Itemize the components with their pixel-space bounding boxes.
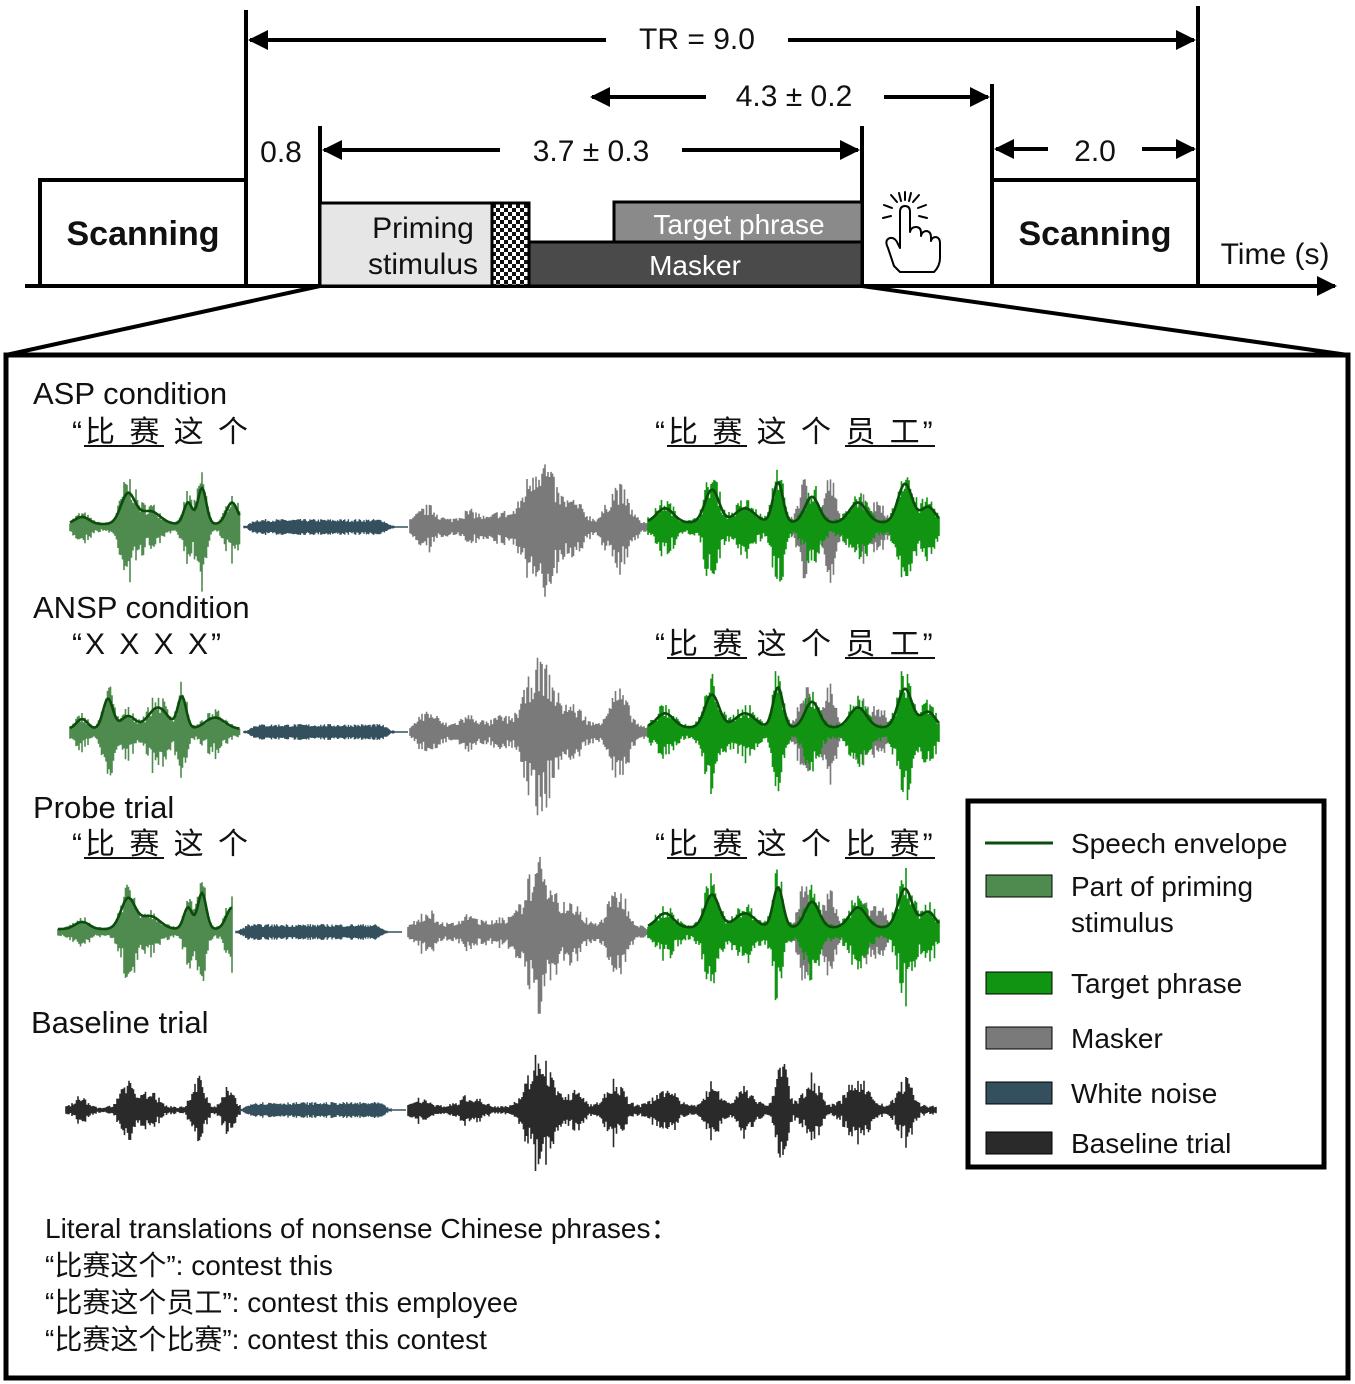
target-phrase-label: Target phrase: [653, 209, 824, 240]
target-phrase-wave: [647, 671, 940, 801]
condition-ansp: ANSP condition “X X X X” “比 赛 这 个 员 工”: [33, 590, 936, 661]
condition-title: ASP condition: [33, 376, 227, 411]
masker-box: [527, 240, 864, 288]
condition-title: Probe trial: [33, 790, 174, 825]
speech-envelope-line: [647, 480, 940, 524]
target-phrase-wave: [647, 469, 940, 582]
legend-label: Part of priming: [1071, 871, 1253, 902]
dur-20-label: 2.0: [1074, 135, 1116, 168]
legend-label: Speech envelope: [1071, 828, 1287, 859]
legend-swatch-box: [985, 874, 1053, 898]
translation-line: “比赛这个比赛”: contest this contest: [45, 1324, 487, 1355]
time-axis-label: Time (s): [1221, 238, 1330, 271]
left-phrase: “比 赛 这 个: [72, 416, 251, 449]
priming-stimulus-wave: [69, 681, 241, 778]
target-phrase-wave: [647, 867, 940, 1007]
speech-envelope-line: [69, 485, 241, 526]
waveforms: [57, 464, 940, 1171]
speech-envelope-line: [69, 695, 240, 730]
translations-heading: Literal translations of nonsense Chinese…: [45, 1213, 678, 1244]
condition-baseline: Baseline trial: [31, 1005, 208, 1040]
legend-swatch-box: [985, 1081, 1053, 1105]
scanning-label-left: Scanning: [66, 215, 219, 253]
legend-item: Target phrase: [985, 968, 1242, 999]
white-noise-checker: [490, 201, 531, 288]
white-noise-wave: [243, 724, 395, 740]
waveform-row-base: [65, 1054, 937, 1171]
white-noise-wave: [243, 519, 395, 535]
waveform-row-ansp: [69, 657, 940, 816]
baseline-wave: [65, 1075, 241, 1142]
legend-swatch-box: [985, 1026, 1053, 1050]
zoom-line-right: [861, 284, 1349, 357]
masker-wave: [409, 464, 651, 597]
speech-envelope-line: [58, 890, 233, 931]
priming-stimulus-wave: [69, 472, 241, 592]
left-phrase: “比 赛 这 个: [72, 828, 251, 861]
condition-title: Baseline trial: [31, 1005, 208, 1040]
white-noise-wave: [239, 1102, 392, 1118]
baseline-wave: [407, 1054, 937, 1171]
right-phrase: “比 赛 这 个 员 工”: [655, 416, 936, 449]
legend-label: stimulus: [1071, 907, 1174, 938]
legend-swatch-box: [985, 971, 1053, 995]
dur-43-label: 4.3 ± 0.2: [736, 80, 853, 113]
left-phrase: “X X X X”: [72, 628, 224, 661]
speech-envelope-line: [647, 885, 940, 929]
dur-37-label: 3.7 ± 0.3: [533, 135, 650, 168]
right-phrase: “比 赛 这 个 比 赛”: [655, 828, 936, 861]
masker-label: Masker: [649, 250, 741, 281]
timeline: Time (s) Scanning Scanning TR = 9.0 4.3 …: [5, 6, 1349, 357]
legend-item: Baseline trial: [985, 1128, 1231, 1159]
legend-swatch-box: [985, 1131, 1053, 1155]
condition-title: ANSP condition: [33, 590, 250, 625]
masker-wave: [409, 657, 651, 816]
translation-line: “比赛这个”: contest this: [45, 1250, 333, 1281]
legend-item: Part of priming stimulus: [985, 871, 1253, 938]
tr-label: TR = 9.0: [639, 23, 755, 56]
legend-item: White noise: [985, 1078, 1217, 1109]
right-phrase: “比 赛 这 个 员 工”: [655, 628, 936, 661]
condition-asp: ASP condition “比 赛 这 个 “比 赛 这 个 员 工”: [33, 376, 936, 449]
pointing-hand-icon: [882, 191, 941, 273]
translation-line: “比赛这个员工”: contest this employee: [45, 1287, 518, 1318]
priming-stimulus-wave: [57, 882, 233, 981]
legend-label: White noise: [1071, 1078, 1217, 1109]
legend-item: Masker: [985, 1023, 1163, 1054]
detail-panel: [3, 352, 1351, 1381]
masker-wave: [407, 856, 651, 1014]
white-noise-wave: [235, 924, 388, 940]
waveform-row-probe: [57, 856, 940, 1014]
scanning-label-right: Scanning: [1018, 215, 1171, 253]
priming-label-line2: stimulus: [368, 248, 478, 281]
waveform-row-asp: [69, 464, 940, 597]
target-phrase-box: [612, 200, 864, 244]
speech-envelope-line: [647, 685, 940, 729]
translations: Literal translations of nonsense Chinese…: [45, 1213, 678, 1355]
legend-label: Target phrase: [1071, 968, 1242, 999]
legend-item: Speech envelope: [985, 828, 1287, 859]
zoom-line-left: [5, 284, 321, 357]
condition-probe: Probe trial “比 赛 这 个 “比 赛 这 个 比 赛”: [33, 790, 936, 861]
legend-label: Baseline trial: [1071, 1128, 1231, 1159]
priming-label-line1: Priming: [372, 212, 474, 245]
dur-08-label: 0.8: [260, 136, 302, 169]
legend-label: Masker: [1071, 1023, 1163, 1054]
